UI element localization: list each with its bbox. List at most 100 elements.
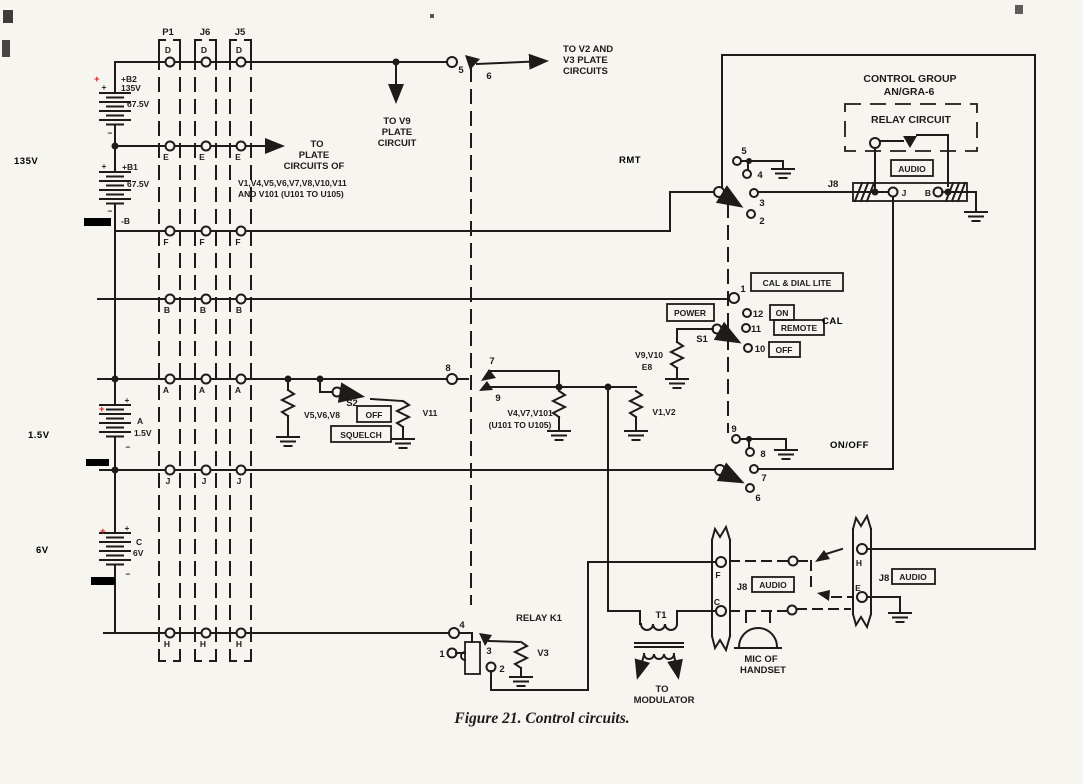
terminal-9-label: 9 — [495, 393, 500, 404]
transformer-t1: T1 TO MODULATOR — [607, 610, 717, 706]
minus-annotation-135 — [84, 218, 111, 226]
svg-text:A: A — [199, 385, 205, 395]
terminal-e-label: E — [855, 583, 861, 593]
svg-text:−: − — [108, 128, 113, 138]
terminal-11-label: 11 — [751, 324, 762, 335]
relay-k1-label: RELAY K1 — [516, 613, 563, 624]
svg-text:B: B — [200, 305, 206, 315]
pin-letter-d: D — [165, 45, 171, 55]
svg-text:J: J — [237, 476, 242, 486]
bus-rows: D D D E E E F F F B B B A A A J J J H H … — [97, 45, 729, 649]
rmt-switch: 5 4 3 2 — [713, 146, 795, 227]
svg-text:−: − — [108, 206, 113, 216]
v9-v10-label: V9,V10 — [635, 350, 663, 360]
rmt-terminal-2: 2 — [759, 216, 764, 227]
j8-audio-left: F C J8 AUDIO — [710, 524, 795, 653]
svg-text:CIRCUITS: CIRCUITS — [563, 66, 608, 77]
cal-dial-lite-label: CAL & DIAL LITE — [763, 278, 832, 288]
control-group-box: CONTROL GROUP AN/GRA-6 RELAY CIRCUIT AUD… — [713, 54, 1036, 550]
b1-label: +B1 — [122, 162, 138, 172]
annotation-15v: 1.5V — [28, 430, 50, 441]
remote-label: REMOTE — [781, 323, 818, 333]
svg-text:H: H — [200, 639, 206, 649]
relay-k1: 4 3 1 2 RELAY K1 V3 — [439, 561, 717, 691]
plug-arrow-9 — [479, 381, 493, 391]
t1-label: T1 — [655, 610, 667, 621]
svg-text:D: D — [236, 45, 242, 55]
battery-a-label: A — [137, 416, 143, 426]
terminal-5-label: 5 — [458, 65, 464, 76]
scan-artifacts — [2, 5, 1023, 57]
svg-text:E: E — [199, 152, 205, 162]
annotation-cal: CAL — [822, 316, 843, 327]
terminal-7-label: 7 — [489, 356, 494, 367]
s1-label: S1 — [696, 334, 708, 345]
svg-text:CIRCUITS OF: CIRCUITS OF — [284, 161, 345, 172]
rmt-terminal-5: 5 — [741, 146, 747, 157]
audio-label-left: AUDIO — [759, 580, 787, 590]
relay-terminal-2: 2 — [499, 664, 504, 675]
plug-arrow-relay — [903, 136, 917, 148]
svg-text:135V: 135V — [121, 83, 141, 93]
off-label-squelch: OFF — [366, 410, 383, 420]
pin-letter-e: E — [163, 152, 169, 162]
svg-text:AND V101 (U101 TO U105): AND V101 (U101 TO U105) — [238, 189, 344, 199]
j8-top-label: J8 — [828, 179, 839, 190]
v4-v7-v101-label: V4,V7,V101 — [507, 408, 553, 418]
svg-text:(U101 TO U105): (U101 TO U105) — [489, 420, 552, 430]
plus-annotation-6: + — [100, 526, 106, 537]
b2-label: +B2 — [121, 74, 137, 84]
cable-boundaries — [470, 67, 729, 605]
svg-text:6V: 6V — [133, 548, 144, 558]
svg-text:67.5V: 67.5V — [127, 99, 150, 109]
svg-text:E: E — [235, 152, 241, 162]
off-label-s1: OFF — [776, 345, 793, 355]
squelch-section: V5,V6,V8 S2 V11 OFF SQUELCH 8 7 9 V4,V7,… — [276, 356, 676, 612]
svg-text:+: + — [125, 395, 130, 405]
pin-letter-b: B — [164, 305, 170, 315]
terminal-12-label: 12 — [753, 309, 764, 320]
plus-annotation-135: + — [94, 74, 100, 85]
svg-text:CIRCUIT: CIRCUIT — [378, 138, 417, 149]
j8-left-label: J8 — [737, 582, 748, 593]
b2-plus-mark: + — [102, 82, 107, 92]
j8-top-connector: J8 J B — [758, 179, 988, 222]
audio-patch-cables: MIC OF HANDSET — [729, 547, 854, 676]
j8-audio-right: H E J8 AUDIO — [851, 513, 936, 630]
audio-label-right: AUDIO — [899, 572, 927, 582]
svg-text:1.5V: 1.5V — [134, 428, 152, 438]
svg-text:HANDSET: HANDSET — [740, 665, 786, 676]
s1-power-section: 1 CAL & DIAL LITE 12 11 10 ON REMOTE OFF… — [635, 272, 844, 389]
mic-of-handset-label: MIC OF — [744, 654, 777, 665]
terminal-6-label: 6 — [486, 71, 491, 82]
onoff-switch: 9 8 7 6 — [714, 196, 894, 504]
minus-annotation-15 — [86, 459, 109, 466]
rmt-terminal-4: 4 — [757, 170, 763, 181]
onoff-terminal-7: 7 — [761, 473, 766, 484]
svg-text:F: F — [235, 237, 240, 247]
connector-label-j5: J5 — [235, 27, 246, 38]
annotation-onoff: ON/OFF — [830, 440, 869, 451]
relay-terminal-1: 1 — [439, 649, 445, 660]
terminal-1-label: 1 — [740, 284, 746, 295]
svg-text:V1,V4,V5,V6,V7,V8,V10,V11: V1,V4,V5,V6,V7,V8,V10,V11 — [238, 178, 347, 188]
battery-stack: + − +B2 135V 67.5V + +B1 67.5V − -B + A … — [99, 61, 152, 634]
plug-arrow-e — [817, 590, 830, 601]
onoff-terminal-9: 9 — [731, 424, 736, 435]
to-v2-text: TO V2 AND — [563, 44, 613, 55]
on-label: ON — [776, 308, 789, 318]
to-plate-text: TO — [310, 139, 323, 150]
annotation-6v: 6V — [36, 545, 49, 556]
svg-text:V3 PLATE: V3 PLATE — [563, 55, 608, 66]
pin-letter-h: H — [164, 639, 170, 649]
e8-label: E8 — [642, 362, 653, 372]
pin-letter-j: J — [166, 476, 171, 486]
svg-text:67.5V: 67.5V — [127, 179, 150, 189]
connector-label-j6: J6 — [200, 27, 211, 38]
svg-text:MODULATOR: MODULATOR — [634, 695, 695, 706]
svg-text:−: − — [126, 442, 131, 452]
plus-annotation-15: + — [99, 404, 105, 415]
plug-arrow-h — [815, 550, 830, 562]
